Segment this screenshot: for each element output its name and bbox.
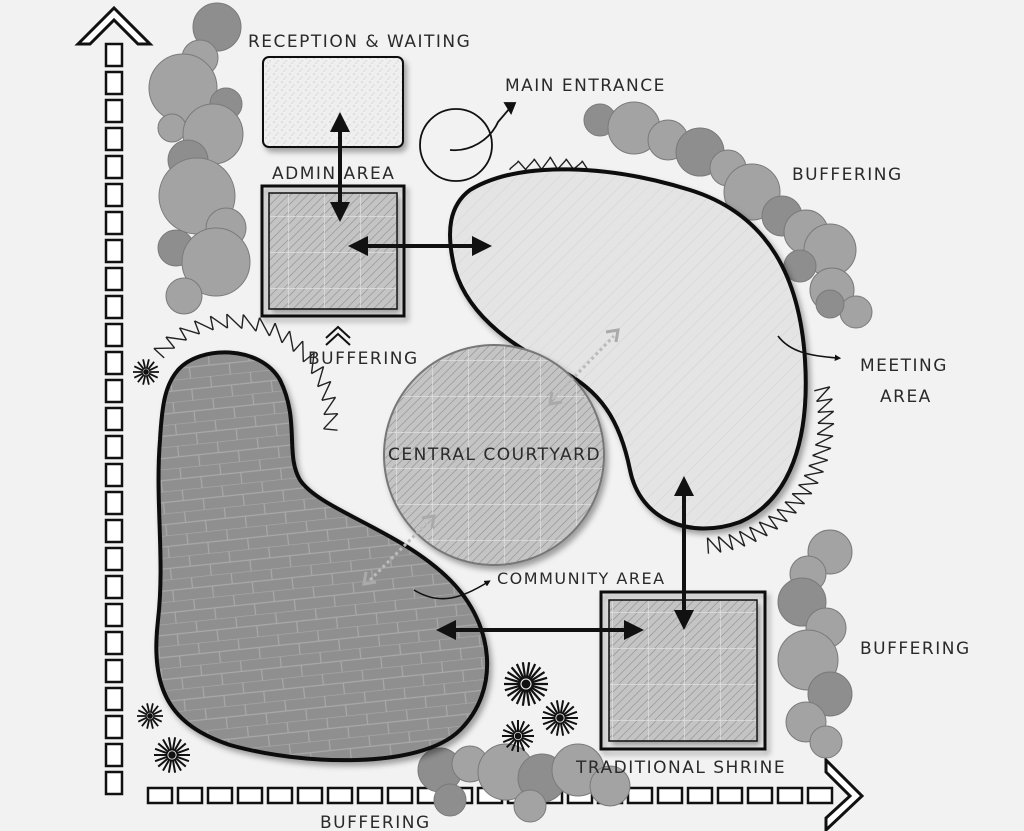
label-main-entrance: MAIN ENTRANCE bbox=[505, 76, 666, 96]
community-area-shape bbox=[154, 350, 490, 763]
label-central-courtyard: CENTRAL COURTYARD bbox=[388, 445, 601, 465]
entrance-swirl-icon bbox=[419, 102, 517, 182]
buffer-chevron-icon bbox=[325, 325, 351, 346]
label-community: COMMUNITY AREA bbox=[497, 569, 666, 588]
label-shrine: TRADITIONAL SHRINE bbox=[575, 758, 786, 778]
north-arrow-icon bbox=[74, 5, 154, 796]
label-buffering-mid: BUFFERING bbox=[308, 349, 419, 369]
label-reception: RECEPTION & WAITING bbox=[248, 32, 471, 52]
label-admin: ADMIN AREA bbox=[272, 164, 395, 184]
starburst-shrub-icon bbox=[133, 359, 578, 773]
reception-box bbox=[262, 56, 404, 148]
tree-canopy-icon bbox=[148, 2, 873, 823]
label-buffering-bottom: BUFFERING bbox=[320, 813, 431, 831]
central-courtyard-shape bbox=[383, 344, 605, 566]
label-pointers bbox=[413, 335, 842, 600]
connection-arrows bbox=[330, 112, 694, 640]
label-buffering-right: BUFFERING bbox=[860, 639, 971, 659]
admin-box bbox=[260, 184, 406, 318]
grass-tuft-icon bbox=[153, 156, 835, 554]
label-buffering-top-right: BUFFERING bbox=[792, 165, 903, 185]
label-meeting-line2: AREA bbox=[880, 387, 932, 407]
meeting-area-shape bbox=[448, 167, 808, 531]
courtyard-links bbox=[362, 328, 620, 586]
label-meeting-line1: MEETING bbox=[860, 356, 948, 376]
